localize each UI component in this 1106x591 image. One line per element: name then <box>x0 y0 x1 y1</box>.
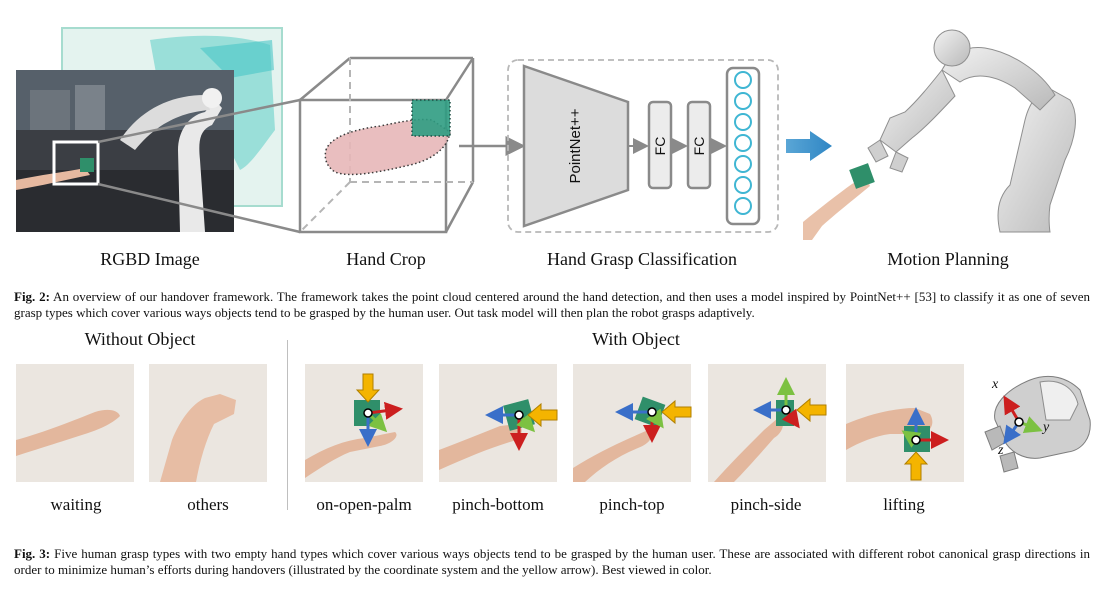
photo-lifting <box>846 364 964 482</box>
label-hand-grasp-classification: Hand Grasp Classification <box>547 249 737 269</box>
label-rgbd-image: RGBD Image <box>100 249 200 269</box>
heading-with-object: With Object <box>592 329 680 349</box>
fig2-caption-text: An overview of our handover framework. T… <box>14 289 1090 320</box>
photo-pinch-side <box>708 364 827 482</box>
label-pinch-top: pinch-top <box>599 495 665 514</box>
label-pinch-bottom: pinch-bottom <box>452 495 544 514</box>
photo-waiting <box>16 364 134 482</box>
point-cloud-hand <box>324 99 451 176</box>
fc2-label: FC <box>691 136 707 156</box>
pointnet-label: PointNet++ <box>567 108 584 184</box>
label-lifting: lifting <box>883 495 925 514</box>
label-pinch-side: pinch-side <box>730 495 802 514</box>
fig3-caption-text: Five human grasp types with two empty ha… <box>14 546 1090 577</box>
output-node <box>734 113 752 131</box>
fig3-caption-prefix: Fig. 3: <box>14 546 51 561</box>
hand-crop-cube <box>298 56 475 234</box>
axis-label-z: z <box>998 443 1004 458</box>
pointnet-block <box>522 64 630 228</box>
output-nodes <box>734 71 752 215</box>
fig3-caption: Fig. 3: Five human grasp types with two … <box>14 546 1090 578</box>
blue-arrow <box>786 131 832 161</box>
output-node <box>734 155 752 173</box>
robot-arm-illustration <box>803 29 1076 240</box>
output-node <box>734 71 752 89</box>
photo-pinch-top <box>573 364 692 482</box>
section-divider <box>287 340 288 510</box>
axis-label-x: x <box>992 377 999 392</box>
fig2-diagram <box>16 27 1076 240</box>
fig3-photos <box>16 364 1091 482</box>
label-hand-crop: Hand Crop <box>346 249 426 269</box>
label-others: others <box>187 495 229 514</box>
output-node <box>734 134 752 152</box>
crop-connector-lines <box>97 98 301 234</box>
network-frame <box>507 59 779 233</box>
label-motion-planning: Motion Planning <box>887 249 1009 269</box>
label-waiting: waiting <box>50 495 102 514</box>
fig2-caption: Fig. 2: An overview of our handover fram… <box>14 289 1090 321</box>
heading-without-object: Without Object <box>84 329 196 349</box>
output-node <box>734 92 752 110</box>
rgbd-image <box>16 70 234 232</box>
output-node <box>734 176 752 194</box>
output-node <box>734 197 752 215</box>
fig2-caption-prefix: Fig. 2: <box>14 289 50 304</box>
gripper-coordinate-illustration <box>984 375 1091 473</box>
photo-on-open-palm <box>305 364 423 482</box>
fc1-label: FC <box>652 136 668 156</box>
photo-others <box>149 364 267 482</box>
axis-label-y: y <box>1043 420 1050 435</box>
label-on-open-palm: on-open-palm <box>316 495 412 514</box>
photo-pinch-bottom <box>439 364 558 482</box>
